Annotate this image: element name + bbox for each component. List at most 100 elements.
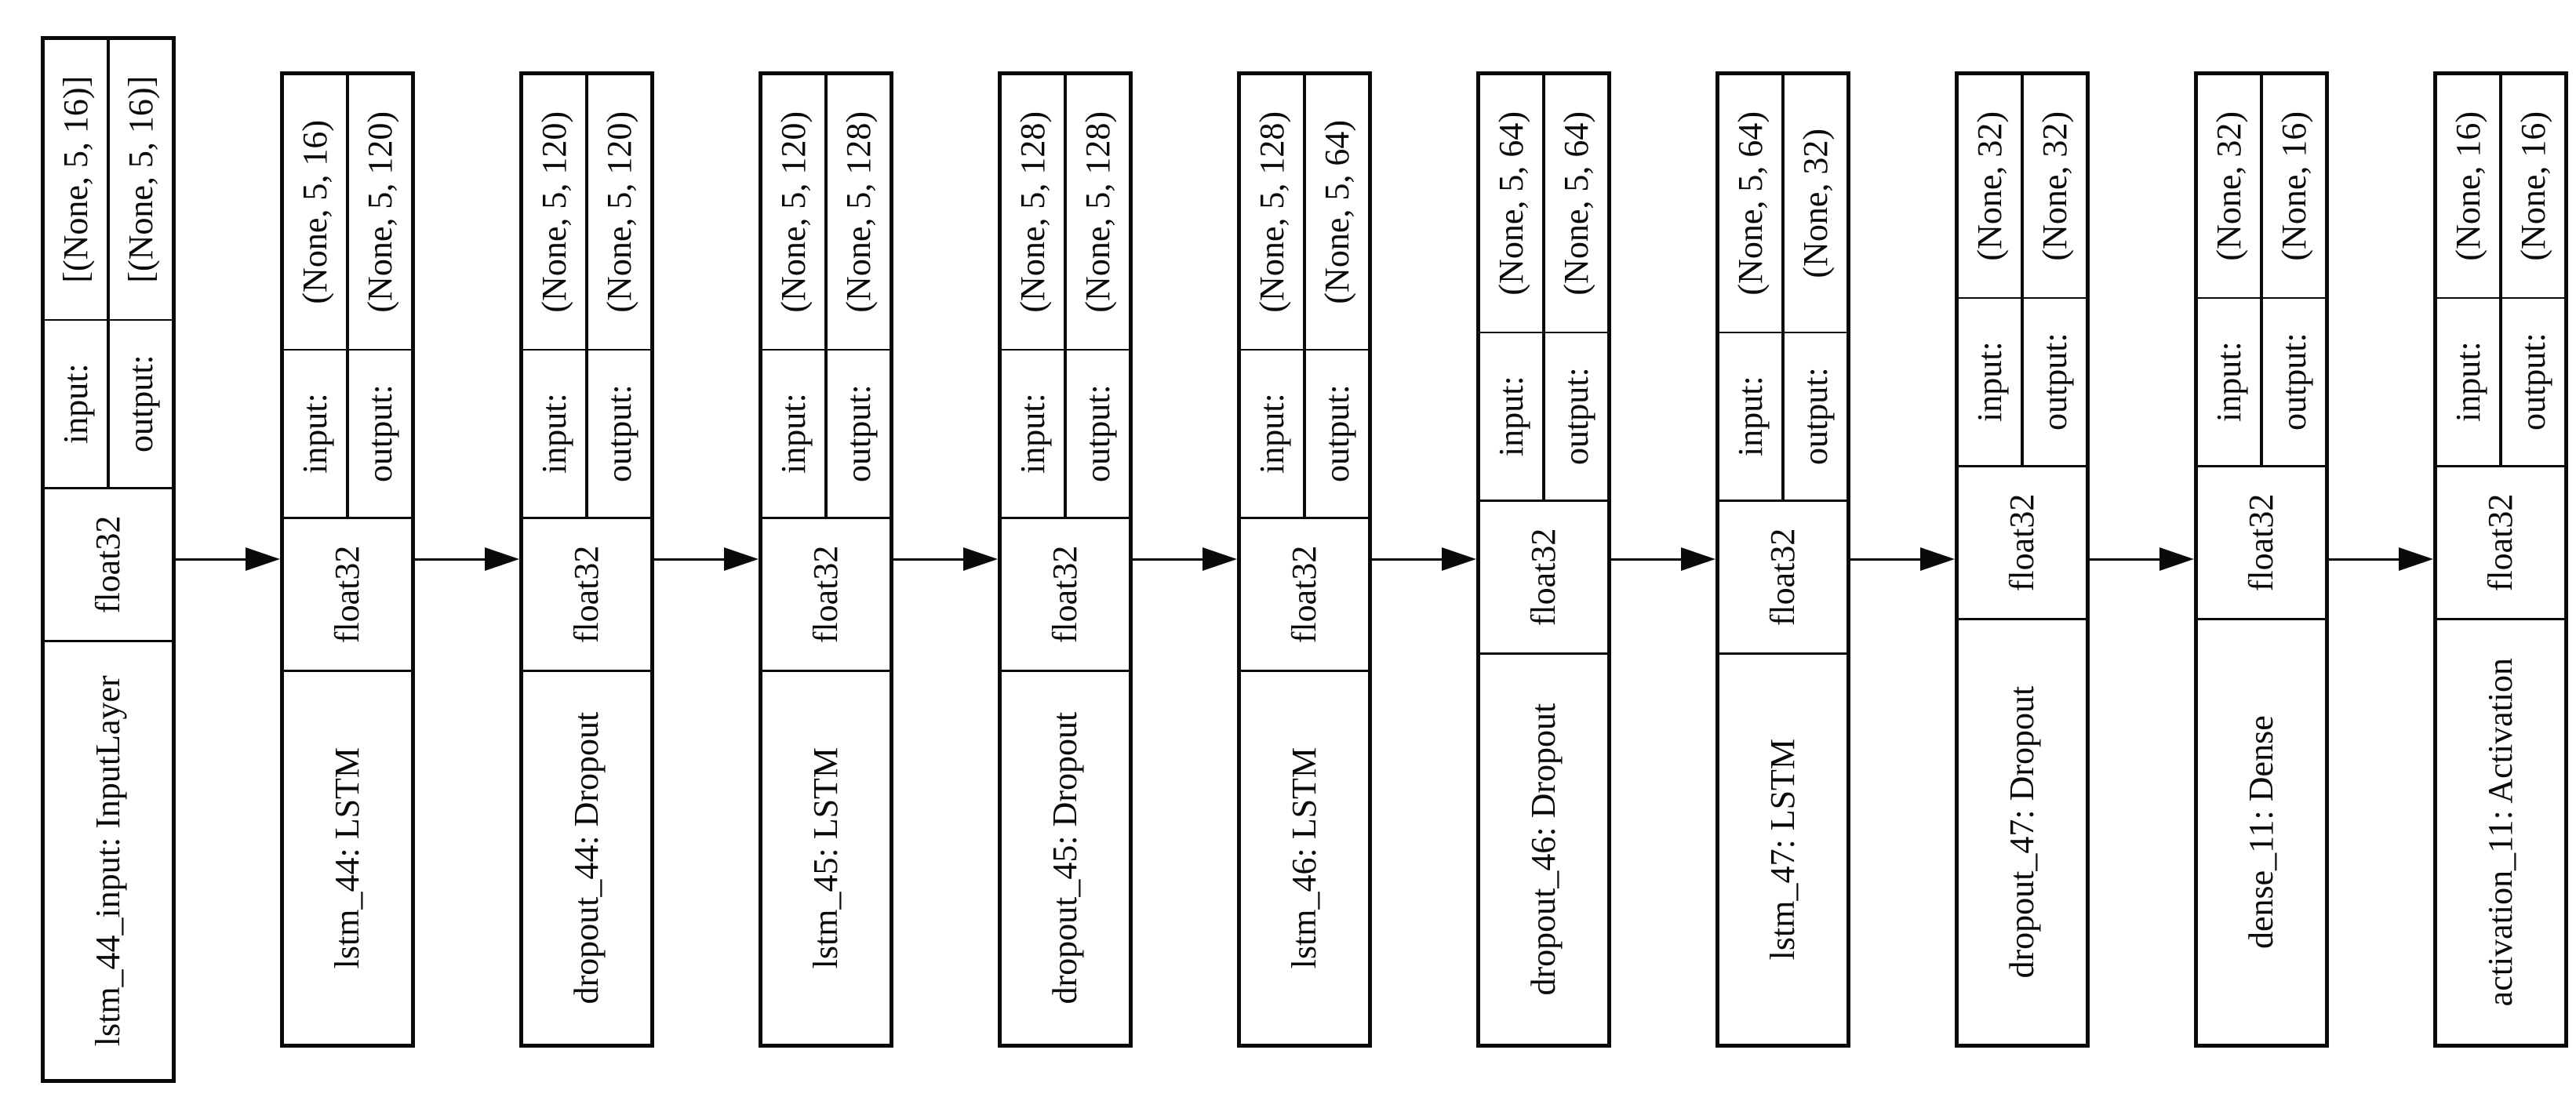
- output-shape: (None, 5, 120): [360, 111, 399, 313]
- output-shape: (None, 5, 128): [839, 111, 878, 313]
- io-output-row: output: (None, 16): [2499, 75, 2564, 465]
- output-shape: (None, 16): [2513, 111, 2552, 261]
- input-shape: (None, 5, 120): [773, 111, 813, 313]
- input-label: input:: [2198, 296, 2260, 465]
- flow-arrow: [2329, 543, 2433, 577]
- io-output-row: output: (None, 5, 120): [585, 75, 650, 517]
- layer-name: dropout_45: Dropout: [1046, 711, 1084, 1005]
- output-label: output:: [1545, 331, 1607, 500]
- arrowhead-icon: [1681, 547, 1716, 572]
- output-label: output:: [349, 348, 411, 517]
- output-label: output:: [1306, 348, 1368, 517]
- output-label: output:: [828, 348, 890, 517]
- layer-name: lstm_47: LSTM: [1763, 738, 1802, 961]
- layer-name: lstm_44_input: InputLayer: [89, 675, 127, 1047]
- layer-dtype: float32: [45, 486, 172, 643]
- io-input-row: input: [(None, 5, 16)]: [45, 40, 107, 487]
- layer-io-table: input: (None, 5, 16) output: (None, 5, 1…: [284, 75, 411, 517]
- flow-arrow: [893, 543, 998, 577]
- layer-node: lstm_47: LSTM float32 input: (None, 5, 6…: [1716, 71, 1850, 1048]
- layer-io-table: input: (None, 5, 120) output: (None, 5, …: [523, 75, 650, 517]
- input-shape: (None, 5, 128): [1013, 111, 1052, 313]
- layer-dtype: float32: [1241, 516, 1368, 673]
- io-output-row: output: (None, 32): [1781, 75, 1846, 500]
- layer-node: lstm_46: LSTM float32 input: (None, 5, 1…: [1237, 71, 1372, 1048]
- arrow-line: [415, 558, 485, 561]
- io-output-row: output: [(None, 5, 16)]: [107, 39, 172, 487]
- arrowhead-icon: [1442, 547, 1476, 572]
- output-label: output:: [2024, 296, 2086, 465]
- flow-arrow: [415, 543, 519, 577]
- arrow-line: [1133, 558, 1202, 561]
- flow-arrow: [2090, 543, 2194, 577]
- layer-dtype: float32: [2437, 464, 2564, 621]
- io-input-row: input: (None, 5, 128): [1002, 75, 1064, 517]
- input-label: input:: [1959, 296, 2021, 465]
- input-shape: (None, 5, 64): [1491, 111, 1530, 296]
- io-input-row: input: (None, 32): [1959, 75, 2021, 465]
- arrow-line: [2090, 558, 2159, 561]
- arrow-line: [893, 558, 963, 561]
- io-input-row: input: (None, 5, 64): [1480, 75, 1542, 500]
- flow-arrow: [654, 543, 759, 577]
- layer-name: lstm_45: LSTM: [806, 747, 845, 969]
- layer-dtype: float32: [1719, 499, 1846, 656]
- output-label: output:: [1785, 331, 1846, 500]
- arrowhead-icon: [2159, 547, 2194, 572]
- layer-name: lstm_46: LSTM: [1285, 747, 1323, 969]
- io-output-row: output: (None, 16): [2260, 75, 2325, 465]
- flow-arrow: [1133, 543, 1237, 577]
- arrowhead-icon: [963, 547, 998, 572]
- io-input-row: input: (None, 5, 120): [762, 75, 824, 517]
- layer-io-table: input: [(None, 5, 16)] output: [(None, 5…: [45, 39, 172, 487]
- io-input-row: input: (None, 5, 120): [523, 75, 585, 517]
- input-label: input:: [1719, 331, 1781, 500]
- layer-dtype: float32: [1959, 464, 2086, 621]
- layer-node: dropout_45: Dropout float32 input: (None…: [998, 71, 1133, 1048]
- output-shape: [(None, 5, 16)]: [121, 75, 160, 283]
- input-label: input:: [762, 348, 824, 517]
- layer-io-table: input: (None, 16) output: (None, 16): [2437, 75, 2564, 465]
- input-label: input:: [45, 318, 107, 487]
- io-output-row: output: (None, 5, 64): [1303, 75, 1368, 517]
- layer-name: activation_11: Activation: [2481, 657, 2520, 1007]
- output-label: output:: [1067, 348, 1129, 517]
- io-output-row: output: (None, 5, 128): [824, 75, 890, 517]
- layer-name: dropout_44: Dropout: [567, 711, 606, 1005]
- io-input-row: input: (None, 32): [2198, 75, 2260, 465]
- layer-dtype: float32: [2198, 464, 2325, 621]
- input-label: input:: [284, 348, 346, 517]
- io-output-row: output: (None, 5, 128): [1064, 75, 1129, 517]
- input-shape: (None, 32): [1970, 111, 2009, 261]
- layer-node: lstm_44_input: InputLayer float32 input:…: [41, 35, 176, 1084]
- output-shape: (None, 5, 64): [1556, 111, 1595, 296]
- layer-dtype: float32: [1002, 516, 1129, 673]
- input-shape: (None, 5, 16): [295, 120, 334, 304]
- input-shape: (None, 5, 128): [1252, 111, 1291, 313]
- io-input-row: input: (None, 16): [2437, 75, 2499, 465]
- layer-io-table: input: (None, 32) output: (None, 32): [1959, 75, 2086, 465]
- output-label: output:: [110, 318, 172, 487]
- input-shape: (None, 16): [2448, 111, 2487, 261]
- input-shape: (None, 32): [2209, 111, 2248, 261]
- io-input-row: input: (None, 5, 128): [1241, 75, 1303, 517]
- input-shape: (None, 5, 64): [1730, 111, 1770, 296]
- arrow-line: [2329, 558, 2399, 561]
- layer-dtype: float32: [762, 516, 890, 673]
- io-output-row: output: (None, 32): [2021, 75, 2086, 465]
- layer-name: dropout_47: Dropout: [2003, 685, 2041, 979]
- arrowhead-icon: [1202, 547, 1237, 572]
- layer-node: lstm_45: LSTM float32 input: (None, 5, 1…: [759, 71, 893, 1048]
- io-input-row: input: (None, 5, 64): [1719, 75, 1781, 500]
- io-output-row: output: (None, 5, 64): [1542, 75, 1607, 500]
- flow-arrow: [1611, 543, 1716, 577]
- output-shape: (None, 5, 120): [599, 111, 639, 313]
- output-shape: (None, 5, 128): [1078, 111, 1117, 313]
- flow-arrow: [1372, 543, 1476, 577]
- flow-arrow: [1850, 543, 1955, 577]
- layer-io-table: input: (None, 5, 64) output: (None, 32): [1719, 75, 1846, 500]
- layer-name: lstm_44: LSTM: [328, 747, 366, 969]
- arrowhead-icon: [485, 547, 519, 572]
